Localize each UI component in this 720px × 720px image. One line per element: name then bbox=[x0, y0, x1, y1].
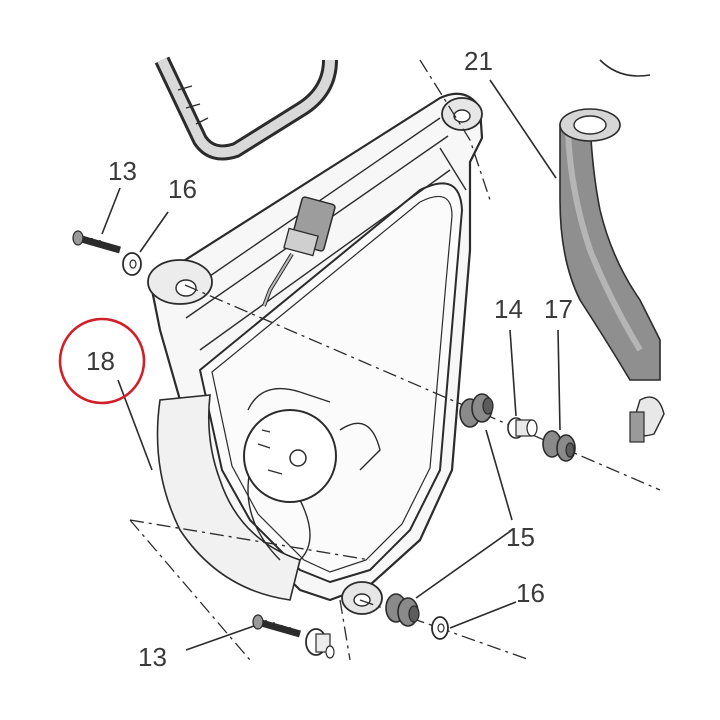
bottom-mount-bracket bbox=[341, 581, 383, 615]
callout-21: 21 bbox=[464, 46, 493, 76]
callout-16-upper: 16 bbox=[168, 174, 197, 204]
highlight-circle bbox=[58, 317, 146, 405]
callout-18: 18 bbox=[86, 346, 115, 376]
electrical-connector bbox=[262, 196, 336, 307]
washer-16-lower bbox=[431, 616, 449, 640]
grommet-15-upper bbox=[459, 393, 494, 428]
callout-17: 17 bbox=[544, 294, 573, 324]
left-mount-bracket bbox=[147, 259, 213, 305]
coolant-hose-21 bbox=[559, 59, 661, 381]
callout-13-lower: 13 bbox=[138, 642, 167, 672]
washer-16-upper bbox=[122, 252, 142, 276]
fan-motor bbox=[156, 387, 381, 601]
hose-clamp bbox=[629, 396, 665, 443]
radiator-hose-top bbox=[154, 56, 338, 161]
callout-13-upper: 13 bbox=[108, 156, 137, 186]
callout-14: 14 bbox=[494, 294, 523, 324]
screw-13-upper bbox=[72, 230, 121, 254]
grommet-17 bbox=[542, 430, 576, 462]
screw-13-lower bbox=[252, 614, 335, 659]
leader-lines bbox=[101, 79, 561, 651]
grommet-15-lower bbox=[385, 593, 420, 627]
bushing-14 bbox=[507, 417, 538, 439]
top-mount-bracket bbox=[441, 97, 483, 131]
callout-15: 15 bbox=[506, 522, 535, 552]
callout-16-lower: 16 bbox=[516, 578, 545, 608]
